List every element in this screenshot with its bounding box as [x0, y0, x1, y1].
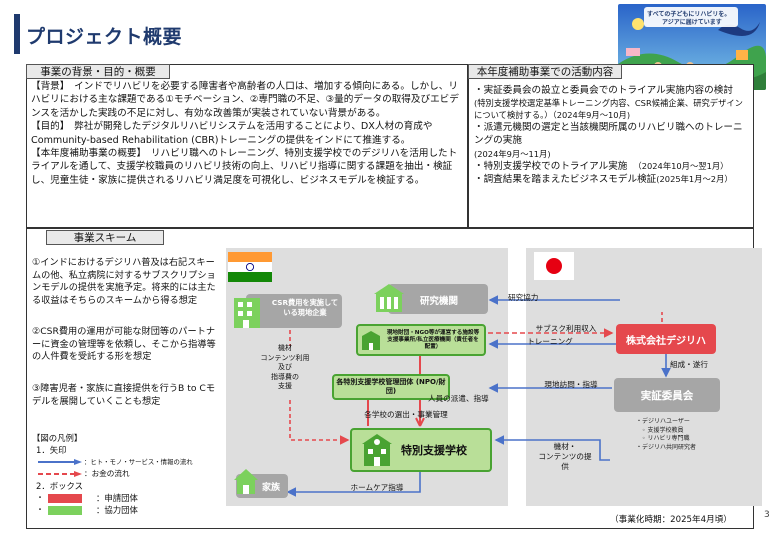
house-icon — [234, 469, 258, 494]
committee-members: ・デジリハユーザー ◦ 支援学校教員 ◦ リハビリ専門職 ・デジリハ共同研究者 — [636, 418, 696, 452]
family-label: 家族 — [261, 482, 280, 493]
activity-item: ・実証委員会の設立と委員会でのトライアル実施内容の検討(特別支援学校選定基準トレ… — [474, 85, 743, 121]
committee-member: ・デジリハユーザー — [636, 418, 690, 425]
activity-item: ・派遣元機関の選定と当該機関所属のリハビリ職へのトレーニングの実施(2024年9… — [474, 122, 743, 159]
red-dashed-arrow-icon — [38, 471, 82, 477]
page-title: プロジェクト概要 — [26, 26, 183, 48]
blue-arrow-icon — [38, 459, 82, 465]
institute-icon — [374, 284, 404, 312]
school-icon — [362, 434, 392, 466]
activities-list: ・実証委員会の設立と委員会でのトライアル実施内容の検討(特別支援学校選定基準トレ… — [474, 84, 750, 186]
dispatch-label: 人員の派遣、指導 — [428, 394, 489, 403]
scheme-point-1: ①インドにおけるデジリハ普及は右記スキームの他、私立病院に対するサブスクリプショ… — [32, 257, 216, 306]
research-institute-label: 研究機関 — [420, 296, 459, 307]
india-flag-icon — [228, 252, 272, 282]
scheme-point-3: ③障害児者・家族に直接提供を行うB to Cモデルを展開していくことも想定 — [32, 383, 216, 407]
organize-label: 組成・遂行 — [670, 360, 708, 369]
subscription-label: サブスク利用収入 — [535, 324, 597, 333]
photo-caption-line2: アジアに届けています — [662, 19, 722, 26]
committee-label: 実証委員会 — [640, 389, 694, 402]
page-number: 3 — [764, 510, 770, 520]
arrow-provide — [494, 435, 610, 461]
legend-boxes-title: 2．ボックス — [36, 481, 83, 491]
building-icon — [234, 298, 260, 328]
digiriha-company-label: 株式会社デジリハ — [626, 335, 706, 347]
provide-materials-label: 機材・ コンテンツの提供 — [538, 442, 592, 471]
research-coop-label: 研究協力 — [508, 293, 539, 302]
arrow-dispatch-head — [415, 417, 425, 427]
facility-icon — [362, 331, 380, 350]
green-box-swatch — [48, 505, 82, 515]
activity-item: ・調査結果を踏まえたビジネスモデル検証(2025年1月〜2月） — [474, 173, 733, 185]
photo-caption-line1: すべての子どもにリハビリを。 — [647, 11, 731, 18]
scheme-label: 事業スキーム — [46, 230, 164, 245]
homecare-label: ホームケア指導 — [350, 483, 404, 492]
legend-arrow-red-row: ：お金の流れ — [32, 468, 222, 480]
school-management-box: 各特別支援学校管理団体 (NPO/財団) — [332, 374, 450, 400]
committee-member: ◦ リハビリ専門職 — [642, 435, 690, 442]
red-box-swatch — [48, 493, 82, 503]
legend-box-green-row: ・ ：協力団体 — [36, 505, 138, 515]
committee-member: ・デジリハ共同研究者 — [636, 443, 697, 451]
background-frame — [26, 64, 468, 228]
materials-support-label: 機材 コンテンツ利用 及び 指導費の 支援 — [260, 344, 310, 391]
school-management-label: 各特別支援学校管理団体 (NPO/財団) — [336, 378, 446, 395]
activities-label: 本年度補助事業での活動内容 — [468, 64, 622, 79]
background-label: 事業の背景・目的・概要 — [26, 64, 170, 79]
research-institute-box — [388, 284, 488, 314]
local-ngo-label: 現地財団・NGO等が運営する施設等支援事業所/私立医療機関（責任者を配置） — [386, 329, 480, 350]
legend-box-red-row: ・ ：申請団体 — [36, 493, 138, 503]
arrow-support-to-school — [289, 420, 350, 445]
legend-arrow-blue-row: ：ヒト・モノ・サービス・情報の流れ — [32, 456, 222, 468]
special-school-label: 特別支援学校 — [401, 444, 467, 457]
legend-arrows-title: 1．矢印 — [36, 445, 67, 455]
legend: 【図の凡例】 1．矢印 ：ヒト・モノ・サービス・情報の流れ ：お金の流れ 2．ボ… — [32, 432, 222, 516]
committee-box: 実証委員会 — [614, 378, 720, 412]
arrow-homecare — [286, 472, 421, 497]
japan-panel — [526, 248, 762, 506]
csr-company-box — [246, 294, 342, 328]
site-visit-label: 現地訪問・指導 — [544, 380, 598, 389]
select-schools-label: 各学校の選出・事業管理 — [364, 410, 448, 419]
title-accent-bar — [14, 14, 20, 54]
training-label: トレーニング — [527, 337, 573, 346]
committee-member: ◦ 支援学校教員 — [642, 426, 684, 434]
digiriha-company-box: 株式会社デジリハ — [616, 324, 716, 354]
background-text: 【背景】 インドでリハビリを必要する障害者や高齢者の人口は、増加する傾向にある。… — [31, 81, 459, 186]
scheme-point-2: ②CSR費用の運用が可能な財団等のパートナーに資金の管理等を依頼し、そこから指導… — [32, 326, 216, 363]
activity-item: ・特別支援学校でのトライアル実施（2024年10月〜翌1月） — [474, 160, 729, 172]
csr-company-label: CSR費用を実施している現地企業 — [271, 298, 339, 317]
japan-flag-icon — [534, 252, 574, 280]
commercialization-timing: （事業化時期：2025年4月頃） — [610, 515, 732, 525]
legend-title: 【図の凡例】 — [32, 433, 83, 443]
